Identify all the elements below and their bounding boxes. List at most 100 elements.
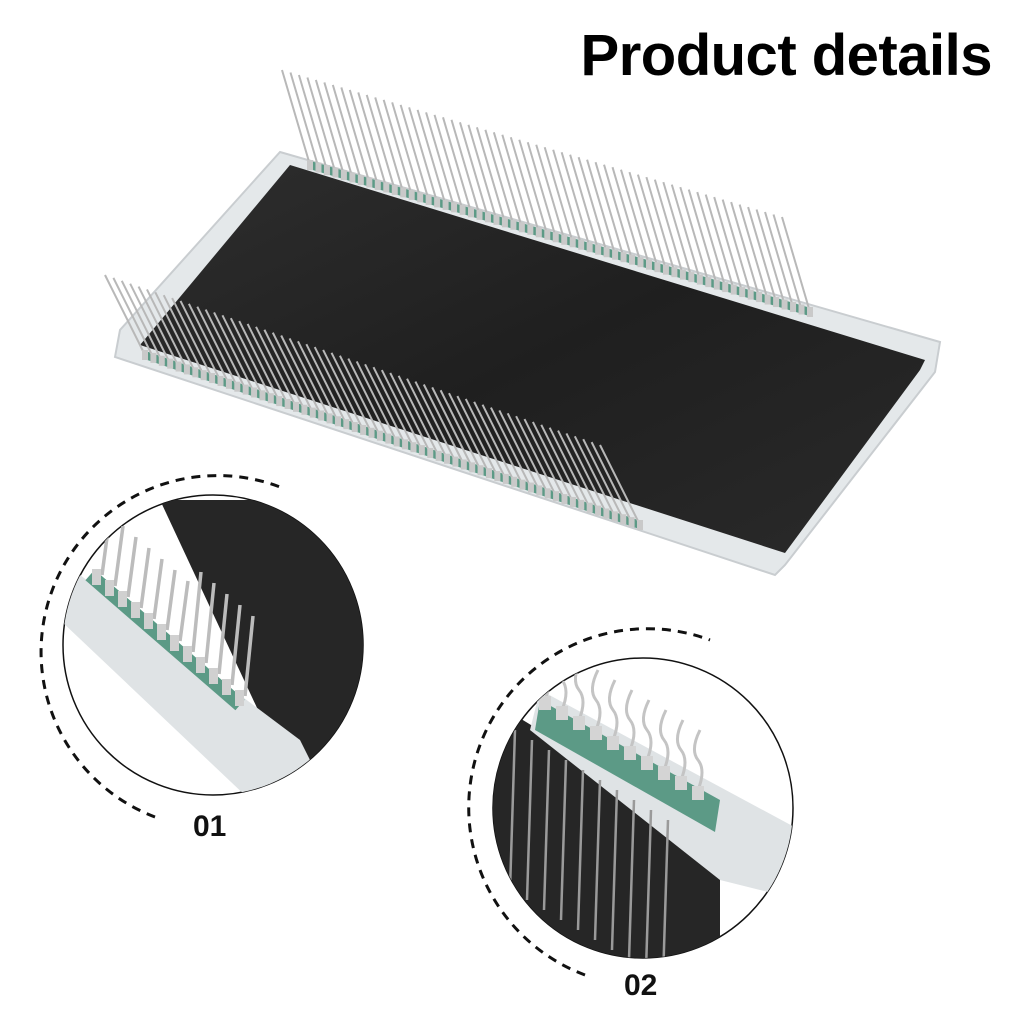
pin-bent: [625, 689, 636, 751]
pin-bent: [540, 658, 551, 701]
pin-foot: [105, 580, 114, 596]
pin: [535, 144, 566, 241]
pin-foot: [150, 352, 157, 363]
pin: [348, 89, 379, 186]
pin-foot: [705, 277, 712, 288]
pin: [305, 343, 348, 425]
pin: [552, 149, 583, 246]
pin-foot: [368, 427, 375, 438]
pin-foot: [662, 264, 669, 275]
pin-foot: [360, 424, 367, 435]
pin: [221, 314, 264, 396]
pin: [599, 444, 641, 526]
pin: [179, 300, 222, 382]
pin-foot: [175, 361, 182, 372]
pin: [730, 201, 761, 298]
pin-foot: [573, 716, 585, 730]
pin-foot: [476, 209, 483, 220]
pin-foot: [452, 456, 459, 467]
pin: [347, 358, 390, 440]
pin: [515, 415, 557, 497]
pin-foot: [624, 746, 636, 760]
pin: [582, 438, 625, 520]
pin-foot: [251, 387, 258, 398]
pin-foot: [340, 169, 347, 180]
pin-foot: [485, 468, 492, 479]
pin-reflection: [542, 749, 551, 911]
pin: [406, 378, 448, 460]
pin-foot: [569, 237, 576, 248]
pin: [391, 102, 422, 198]
pin-foot: [402, 439, 409, 450]
pin: [509, 136, 540, 233]
pin-bent: [693, 729, 704, 791]
pin-foot: [620, 514, 627, 525]
pin: [263, 329, 306, 411]
pin: [492, 132, 523, 228]
pin: [280, 335, 323, 416]
pin-foot: [459, 204, 466, 215]
pin-foot: [553, 491, 560, 502]
pin: [416, 109, 447, 206]
pin: [137, 286, 180, 367]
pin-reflection: [576, 769, 585, 931]
pin-foot: [569, 496, 576, 507]
display-area: [140, 165, 925, 553]
pin-foot: [200, 370, 207, 381]
pin-foot: [183, 646, 192, 662]
pin-foot: [393, 436, 400, 447]
pin-foot: [679, 269, 686, 280]
pin-foot: [544, 229, 551, 240]
pin-foot: [611, 511, 618, 522]
pin-reflection: [627, 799, 636, 958]
pin-foot: [544, 488, 551, 499]
pin-foot: [586, 242, 593, 253]
pin: [548, 427, 591, 509]
pin-foot: [192, 367, 199, 378]
pin-reflection: [525, 739, 534, 901]
pin-foot: [536, 485, 543, 496]
pin: [126, 536, 138, 598]
pin: [456, 395, 499, 477]
pin-foot: [142, 350, 148, 360]
pin: [331, 84, 362, 181]
pin-foot: [408, 189, 415, 200]
pin-foot: [658, 766, 670, 780]
dashed-arc: [39, 474, 281, 819]
pin-reflection: [644, 809, 653, 958]
pin-foot: [259, 390, 266, 401]
pin-foot: [234, 381, 241, 392]
pin-foot: [773, 297, 780, 308]
pin-reflection: [593, 779, 602, 941]
pin: [171, 297, 214, 379]
pin: [484, 129, 515, 226]
pin-foot: [519, 479, 526, 490]
pin: [531, 421, 574, 503]
pin: [501, 134, 532, 231]
pin: [399, 104, 430, 201]
pin: [755, 209, 786, 305]
pin-foot: [722, 282, 729, 293]
pin: [213, 312, 255, 393]
pin-foot: [692, 786, 704, 800]
pin-foot: [222, 679, 231, 695]
pin-foot: [671, 267, 678, 278]
top-pin-row: [281, 69, 813, 317]
pin-reflection: [508, 729, 517, 891]
pin: [306, 77, 337, 173]
pin: [738, 204, 769, 300]
pin: [603, 164, 633, 260]
pin-foot: [578, 499, 585, 510]
pin-foot: [502, 473, 509, 484]
pin-foot: [756, 292, 763, 303]
pin: [372, 366, 415, 448]
pin: [330, 352, 373, 434]
pin: [490, 407, 532, 488]
pin: [518, 139, 549, 236]
pin-foot: [641, 756, 653, 770]
pin: [120, 280, 163, 362]
pin-foot: [366, 177, 373, 188]
dashed-arc: [467, 627, 711, 977]
pin-foot: [764, 294, 771, 305]
pin-foot: [510, 219, 517, 230]
